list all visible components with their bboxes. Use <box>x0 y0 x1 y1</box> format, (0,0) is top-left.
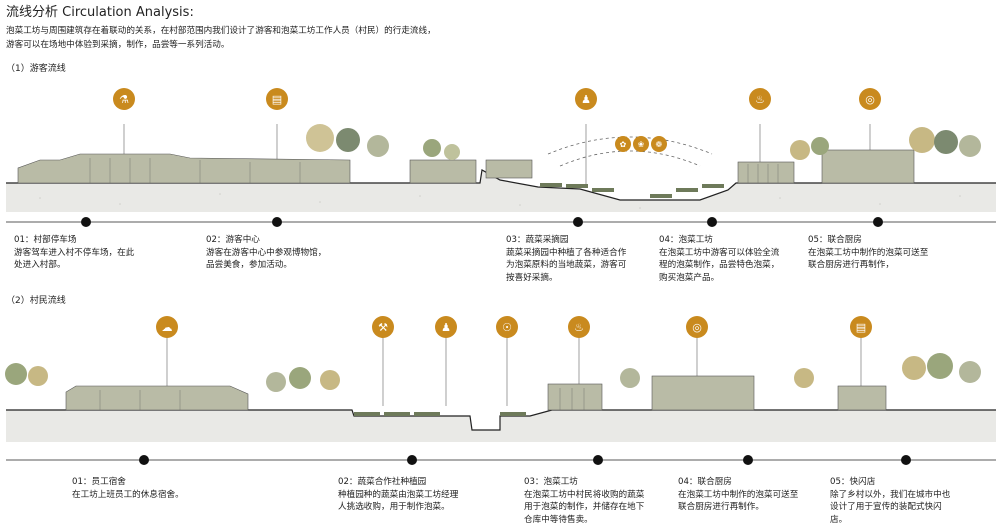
route-stop-dot <box>573 217 583 227</box>
crop-row <box>676 188 698 192</box>
route-stop-dot <box>743 455 753 465</box>
crop-row <box>540 183 562 187</box>
car-icon: ⚗ <box>113 88 135 110</box>
basket-icon: ☉ <box>496 316 518 338</box>
route-stop-dot <box>707 217 717 227</box>
visitor-stop-5: 05：联合厨房 在泡菜工坊中制作的泡菜可送至 联合厨房进行再制作， <box>808 235 929 270</box>
ground-section <box>6 170 996 212</box>
ground-line <box>6 169 996 201</box>
villager-section-drawing <box>5 336 996 465</box>
building-pavilion <box>409 159 477 184</box>
farmer-icon: ♟ <box>435 316 457 338</box>
crop-row <box>384 412 410 416</box>
shop-icon: ▤ <box>850 316 872 338</box>
ground-section <box>6 410 996 442</box>
route-stop-dot <box>593 455 603 465</box>
crop-row <box>566 184 588 188</box>
intro-line: 泡菜工坊与周围建筑存在着联动的关系，在村部范围内我们设计了游客和泡菜工坊工作人员… <box>6 26 436 36</box>
section-label-visitor: （1）游客流线 <box>6 64 66 74</box>
intro-text: 泡菜工坊与周围建筑存在着联动的关系，在村部范围内我们设计了游客和泡菜工坊工作人员… <box>6 24 566 52</box>
crop-row <box>592 188 614 192</box>
building-workshop <box>547 383 603 411</box>
crop-row <box>500 412 526 416</box>
tree-group <box>5 353 981 392</box>
route-stop-dot <box>139 455 149 465</box>
farmer-icon: ♟ <box>575 88 597 110</box>
visitor-stop-3: 03：蔬菜采摘园 蔬菜采摘园中种植了各种适合作 为泡菜原料的当地蔬菜，游客可 按… <box>506 235 627 283</box>
route-stop-dot <box>873 217 883 227</box>
crop-row <box>702 184 724 188</box>
leaf-icon: ❁ <box>651 136 667 152</box>
chef-icon: ◎ <box>859 88 881 110</box>
building-popup-store <box>837 385 887 411</box>
crop-row <box>354 412 380 416</box>
building-kitchen <box>821 149 915 184</box>
route-stop-dot <box>81 217 91 227</box>
villager-stop-5: 05：快闪店 除了乡村以外，我们在城市中也 设计了用于宣传的装配式快闪 店。 <box>830 477 951 525</box>
building-visitor-center <box>17 153 351 184</box>
section-label-villager: （2）村民流线 <box>6 296 66 306</box>
villager-stop-2: 02：蔬菜合作社种植园 种植园种的蔬菜由泡菜工坊经理 人挑选收购，用于制作泡菜。 <box>338 477 459 512</box>
building-workshop <box>737 161 795 184</box>
route-stop-dot <box>901 455 911 465</box>
crop-row <box>414 412 440 416</box>
visitor-section-drawing <box>6 124 996 227</box>
crop-row <box>650 194 672 198</box>
building-dormitory <box>65 385 249 411</box>
visitor-stop-1: 01：村部停车场 游客驾车进入村不停车场，在此 处进入村部。 <box>14 235 135 270</box>
shop-icon: ▤ <box>266 88 288 110</box>
worker-icon: ⚒ <box>372 316 394 338</box>
visitor-stop-4: 04：泡菜工坊 在泡菜工坊中游客可以体验全流 程的泡菜制作，品尝特色泡菜， 购买… <box>659 235 780 283</box>
villager-stop-4: 04：联合厨房 在泡菜工坊中制作的泡菜可送至 联合厨房进行再制作。 <box>678 477 799 512</box>
villager-stop-3: 03：泡菜工坊 在泡菜工坊中村民将收购的蔬菜 用于泡菜的制作，并储存在地下 仓库… <box>524 477 645 525</box>
ground-line <box>6 409 996 431</box>
building-kitchen <box>651 375 755 411</box>
garden-arc <box>559 150 701 167</box>
route-stop-dot <box>407 455 417 465</box>
page-title: 流线分析 Circulation Analysis: <box>6 5 194 20</box>
garden-arc <box>547 136 713 155</box>
villager-stop-1: 01：员工宿舍 在工坊上班员工的休息宿舍。 <box>72 477 184 500</box>
tree-group <box>306 124 981 160</box>
visitor-stop-2: 02：游客中心 游客在游客中心中参观博物馆， 品尝美食，参加活动。 <box>206 235 327 270</box>
building-small <box>485 159 533 179</box>
pot-icon: ♨ <box>568 316 590 338</box>
route-stop-dot <box>272 217 282 227</box>
chef-icon: ◎ <box>686 316 708 338</box>
vegetable-icon: ❀ <box>633 136 649 152</box>
bed-icon: ☁ <box>156 316 178 338</box>
intro-line: 游客可以在场地中体验到采摘，制作，品尝等一系列活动。 <box>6 40 230 50</box>
pepper-icon: ✿ <box>615 136 631 152</box>
pot-icon: ♨ <box>749 88 771 110</box>
